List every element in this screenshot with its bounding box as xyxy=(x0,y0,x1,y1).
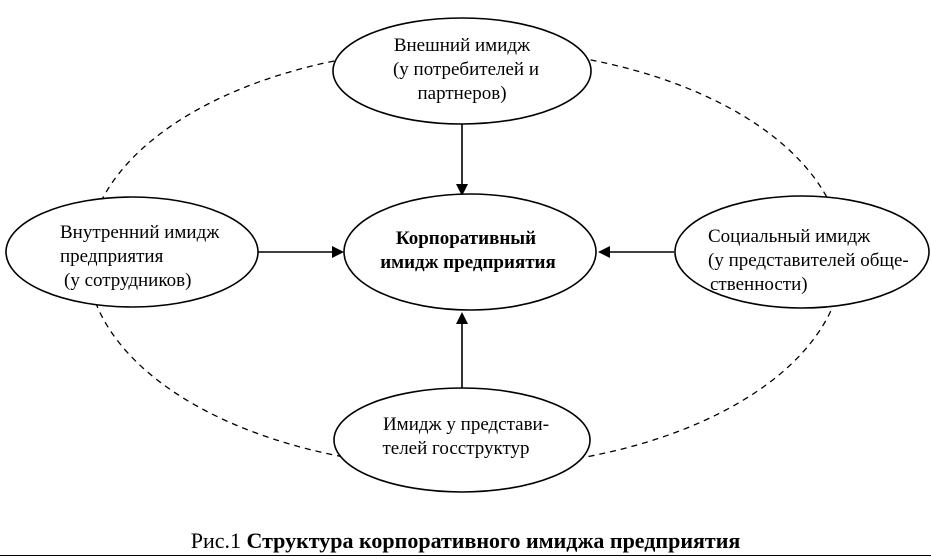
node-social-line-2: (у представителей обще- xyxy=(708,250,909,271)
node-external-line-2: (у потребителей и xyxy=(393,59,539,80)
node-external-line-1: Внешний имидж xyxy=(394,35,531,56)
node-government-line-1: Имидж у представи- xyxy=(383,414,549,435)
arrowhead-government-to-center xyxy=(456,312,468,324)
caption-baseline-rule xyxy=(0,555,931,556)
caption-prefix: Рис.1 xyxy=(191,528,241,553)
figure-caption: Рис.1 Структура корпоративного имиджа пр… xyxy=(0,528,931,554)
node-internal-line-3: (у сотрудников) xyxy=(64,270,191,291)
node-corporate-image: Корпоративный имидж предприятия xyxy=(344,194,596,310)
node-internal-line-2: предприятия xyxy=(60,246,164,267)
node-internal-image: Внутренний имидж предприятия (у сотрудни… xyxy=(6,197,258,307)
caption-title: Структура корпоративного имиджа предприя… xyxy=(246,528,740,553)
node-center-line-2: имидж предприятия xyxy=(380,252,556,273)
node-government-line-2: телей госструктур xyxy=(382,438,529,459)
node-center-line-1: Корпоративный xyxy=(396,228,536,249)
node-social-line-3: ственности) xyxy=(710,274,808,295)
arrowhead-internal-to-center xyxy=(332,246,344,258)
node-internal-line-1: Внутренний имидж xyxy=(60,222,220,243)
node-government-image: Имидж у представи- телей госструктур xyxy=(334,388,590,492)
node-social-line-1: Социальный имидж xyxy=(708,226,871,247)
node-social-image: Социальный имидж (у представителей обще-… xyxy=(675,196,929,308)
node-external-line-3: партнеров) xyxy=(417,83,506,104)
arrowhead-social-to-center xyxy=(598,246,610,258)
node-external-image: Внешний имидж (у потребителей и партнеро… xyxy=(333,18,591,124)
